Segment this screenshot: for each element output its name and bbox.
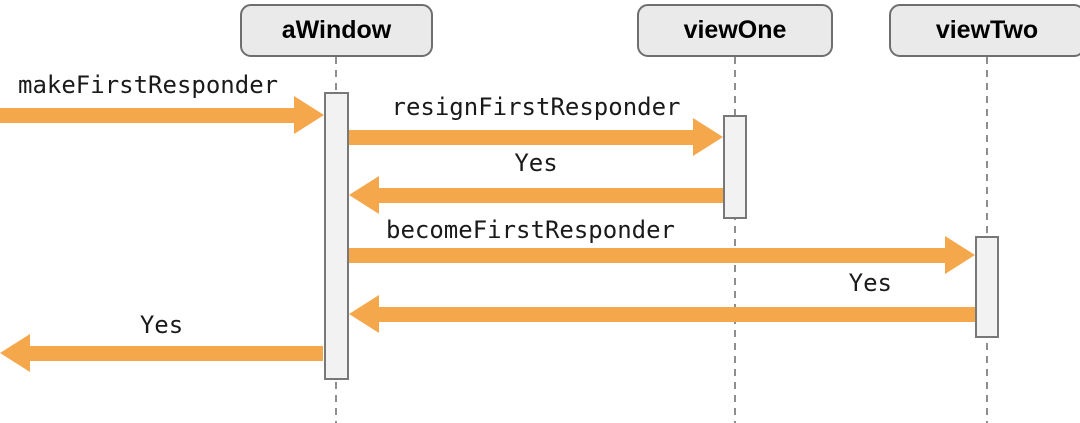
arrow-yes-viewone-head-icon xyxy=(349,176,379,214)
message-label-yes-viewtwo: Yes xyxy=(848,269,892,297)
message-label-yes-return: Yes xyxy=(139,311,184,339)
actor-box-viewtwo: viewTwo xyxy=(889,4,1080,57)
arrow-yes-return-head-icon xyxy=(0,334,30,372)
message-label-becomefirstresponder: becomeFirstResponder xyxy=(386,216,675,244)
arrow-resignfirstresponder-head-icon xyxy=(693,118,723,156)
arrow-becomefirstresponder-head-icon xyxy=(945,236,975,274)
activation-awindow xyxy=(324,92,349,380)
message-label-yes-viewone: Yes xyxy=(514,149,558,177)
actor-box-awindow: aWindow xyxy=(240,4,433,57)
arrow-makefirstresponder-head-icon xyxy=(294,96,324,134)
message-label-makefirstresponder: makeFirstResponder xyxy=(18,71,279,99)
arrow-resignfirstresponder-body xyxy=(349,130,693,145)
actor-label-viewtwo: viewTwo xyxy=(935,16,1039,44)
message-label-resignfirstresponder: resignFirstResponder xyxy=(391,93,681,121)
actor-label-awindow: aWindow xyxy=(281,16,392,44)
actor-label-viewone: viewOne xyxy=(683,16,787,44)
activation-viewone xyxy=(723,115,747,219)
lifeline-viewone xyxy=(734,57,736,423)
arrow-yes-viewtwo-body xyxy=(379,307,975,322)
arrow-becomefirstresponder-body xyxy=(349,248,945,263)
arrow-yes-viewone-body xyxy=(379,188,723,203)
arrow-yes-return-body xyxy=(30,346,323,361)
arrow-makefirstresponder-body xyxy=(0,108,294,123)
actor-box-viewone: viewOne xyxy=(637,4,833,57)
arrow-yes-viewtwo-head-icon xyxy=(349,295,379,333)
activation-viewtwo xyxy=(975,236,999,338)
